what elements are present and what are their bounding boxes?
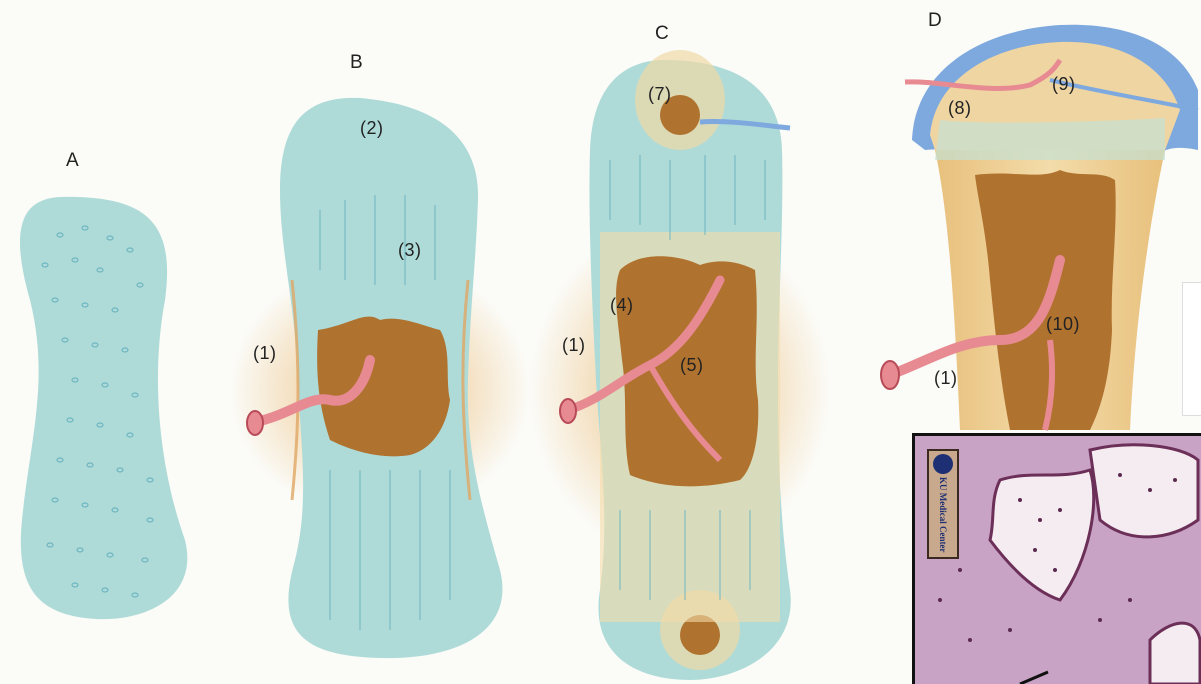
callout-9: (9): [1052, 74, 1076, 95]
stage-d-epiphysis: [881, 25, 1198, 430]
stage-label-d: D: [928, 10, 942, 32]
callout-1-stage-d: (1): [934, 368, 958, 389]
callout-1-stage-c: (1): [562, 335, 586, 356]
stage-label-b: B: [350, 52, 363, 74]
callout-3: (3): [398, 240, 422, 261]
stage-label-a: A: [66, 150, 79, 172]
callout-8: (8): [948, 98, 972, 119]
stage-label-c: C: [655, 23, 669, 45]
medical-center-logo-icon: [933, 454, 953, 474]
callout-4: (4): [610, 295, 634, 316]
partial-text-box: [1182, 282, 1201, 416]
stage-b-primary-ossification: [230, 98, 530, 658]
callout-2: (2): [360, 118, 384, 139]
callout-1-stage-b: (1): [253, 343, 277, 364]
callout-5: (5): [680, 355, 704, 376]
callout-7: (7): [648, 84, 672, 105]
callout-10: (10): [1046, 314, 1080, 335]
stage-a-cartilage-model: [20, 197, 187, 619]
badge-text: KU Medical Center: [938, 477, 948, 552]
micrograph-watermark-badge: KU Medical Center: [927, 449, 959, 559]
